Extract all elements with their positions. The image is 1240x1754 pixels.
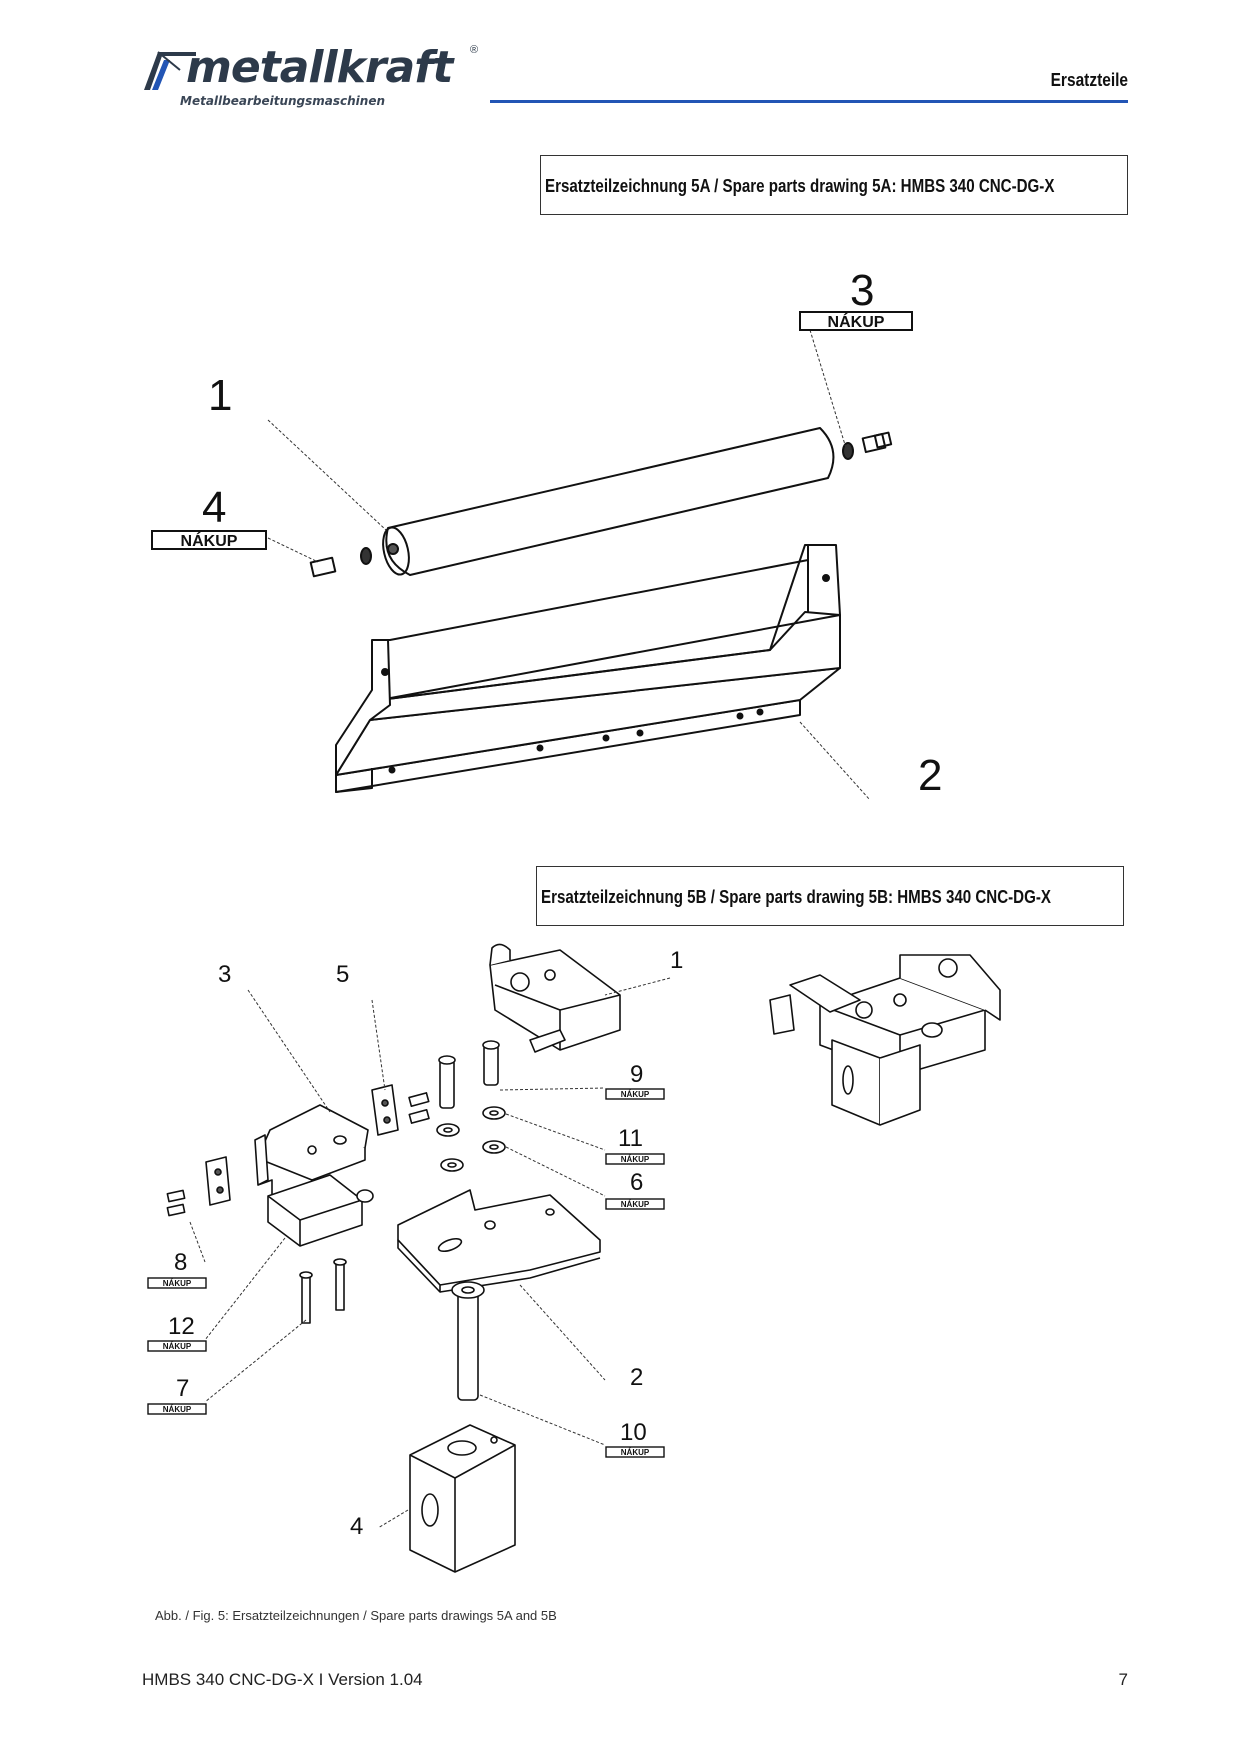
- logo: metallkraft ® Metallbearbeitungsmaschine…: [140, 42, 480, 110]
- callout-5b-3: 3: [218, 961, 231, 988]
- roller-frame-part: [335, 544, 841, 793]
- tag-5b-7: NÁKUP: [163, 1405, 192, 1414]
- tag-box-5b-12: [147, 1340, 207, 1352]
- logo-wordmark: metallkraft: [186, 42, 453, 93]
- screw-10: [451, 1281, 485, 1401]
- drawing-5a: 1 2 3 4 NÁKUP NÁKUP: [151, 266, 942, 801]
- roller-tube-part: [382, 427, 835, 576]
- callout-5b-9: 9: [630, 1061, 643, 1088]
- part-1-block: [489, 943, 621, 1053]
- tag-box-5b-6: [605, 1198, 665, 1210]
- callout-5b-7: 7: [176, 1375, 189, 1402]
- drawing-5a-title: Ersatzteilzeichnung 5A / Spare parts dra…: [545, 176, 1055, 196]
- drawing-5b-title-box: Ersatzteilzeichnung 5B / Spare parts dra…: [536, 866, 1124, 926]
- logo-subtitle: Metallbearbeitungsmaschinen: [180, 94, 386, 108]
- assembled-view: [769, 954, 1001, 1126]
- roller-screw-left: [309, 547, 372, 578]
- footer-page-number: 7: [1118, 1670, 1128, 1689]
- logo-registered-mark: ®: [470, 44, 479, 56]
- drawing-5a-title-box: Ersatzteilzeichnung 5A / Spare parts dra…: [540, 155, 1128, 215]
- drawing-5b: 1 2 3 4 5 6 7 8 9 10 11 12 NÁKUP NÁKUP N…: [147, 943, 1001, 1573]
- part-3-bracket: [254, 1104, 369, 1195]
- tag-5b-11: NÁKUP: [621, 1155, 650, 1164]
- callout-5b-8: 8: [174, 1249, 187, 1276]
- screw-9: [438, 1040, 500, 1109]
- callout-5b-5: 5: [336, 961, 349, 988]
- footer-doc-version: HMBS 340 CNC-DG-X I Version 1.04: [142, 1670, 423, 1689]
- tag-5b-9: NÁKUP: [621, 1090, 650, 1099]
- tag-box-5a-3: [799, 311, 913, 331]
- part-5-clamp: [371, 1084, 430, 1136]
- tag-box-5a-4: [151, 530, 267, 550]
- callout-5b-6: 6: [630, 1169, 643, 1196]
- tag-5a-3: NÁKUP: [828, 312, 885, 331]
- callout-5a-4: 4: [202, 483, 226, 532]
- roller-screw-right: [842, 431, 893, 460]
- callout-5b-2: 2: [630, 1364, 643, 1391]
- tag-box-5b-8: [147, 1277, 207, 1289]
- part-4-block: [409, 1424, 516, 1573]
- header-rule: [490, 100, 1128, 103]
- screw-7: [299, 1258, 347, 1324]
- part-12-block: [205, 1156, 374, 1247]
- section-label: Ersatzteile: [1050, 70, 1128, 90]
- callout-5b-12: 12: [168, 1313, 195, 1340]
- callout-5b-4: 4: [350, 1513, 363, 1540]
- screw-8: [166, 1189, 186, 1217]
- tag-5b-8: NÁKUP: [163, 1279, 192, 1288]
- callout-5a-2: 2: [918, 751, 942, 800]
- callout-5b-11: 11: [618, 1125, 643, 1152]
- callout-5a-1: 1: [208, 371, 232, 420]
- tag-5b-6: NÁKUP: [621, 1200, 650, 1209]
- part-2-plate: [397, 1189, 601, 1293]
- callout-5a-3: 3: [850, 266, 874, 315]
- tag-box-5b-10: [605, 1446, 665, 1458]
- tag-5b-12: NÁKUP: [163, 1342, 192, 1351]
- washers-6-11: [436, 1106, 506, 1172]
- tag-box-5b-7: [147, 1403, 207, 1415]
- callout-5b-1: 1: [670, 947, 683, 974]
- logo-mark-icon: [144, 51, 196, 90]
- callout-5b-10: 10: [620, 1419, 647, 1446]
- tag-box-5b-11: [605, 1153, 665, 1165]
- tag-5b-10: NÁKUP: [621, 1448, 650, 1457]
- figure-caption: Abb. / Fig. 5: Ersatzteilzeichnungen / S…: [155, 1608, 557, 1623]
- drawing-5b-title: Ersatzteilzeichnung 5B / Spare parts dra…: [541, 887, 1051, 907]
- tag-5a-4: NÁKUP: [181, 531, 238, 550]
- tag-box-5b-9: [605, 1088, 665, 1100]
